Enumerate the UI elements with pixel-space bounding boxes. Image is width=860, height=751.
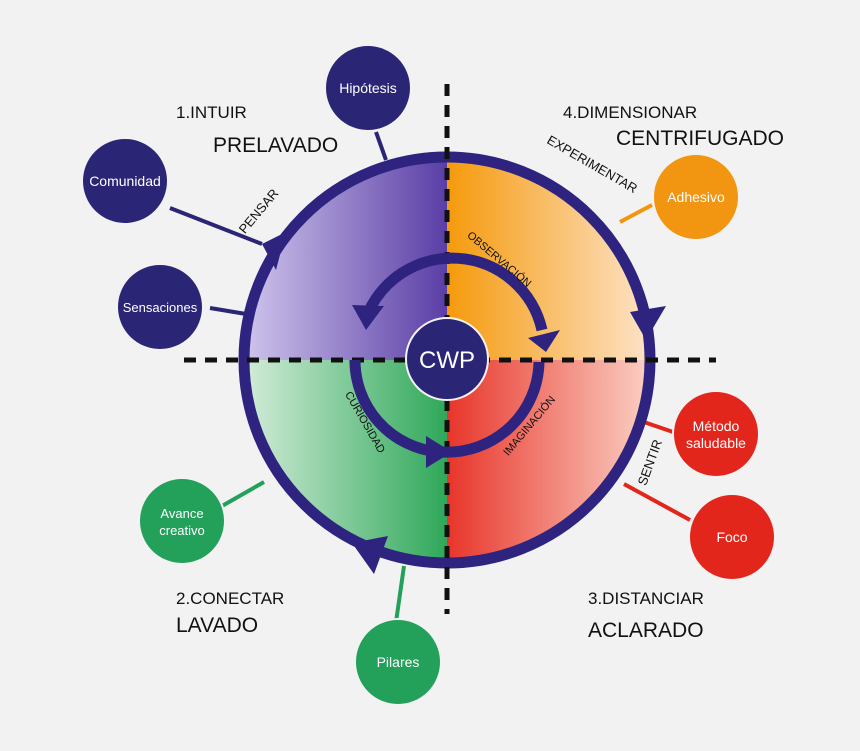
inner-arrow-right — [528, 330, 560, 352]
center-label: CWP — [419, 347, 475, 374]
stage-centrifugado: CENTRIFUGADO — [616, 127, 784, 150]
node-adhesivo-label: Adhesivo — [667, 189, 725, 205]
node-hipotesis-label: Hipótesis — [339, 80, 397, 96]
connector-foco — [623, 482, 691, 522]
verb-pensar: PENSAR — [236, 186, 282, 237]
step-distanciar: 3.DISTANCIAR — [588, 589, 704, 608]
quadrant-lavado — [244, 360, 447, 563]
node-avance-label-1: Avance — [160, 506, 203, 521]
quadrant-aclarado — [447, 360, 650, 563]
node-comunidad: Comunidad — [81, 137, 169, 225]
connector-pilares — [394, 565, 406, 623]
inner-arc-bottom-right — [441, 361, 545, 458]
inner-arc-top — [360, 252, 548, 332]
verb-sentir: SENTIR — [635, 437, 665, 487]
ring-arrow-right — [630, 306, 666, 340]
node-sensaciones: Sensaciones — [116, 263, 204, 351]
node-avance-label-2: creativo — [159, 523, 205, 538]
step-intuir: 1.INTUIR — [176, 103, 247, 122]
node-foco-label: Foco — [716, 529, 747, 545]
node-pilares: Pilares — [354, 618, 442, 706]
node-foco: Foco — [688, 493, 776, 581]
ring-arrow-bottom — [352, 536, 388, 574]
connector-avance — [221, 480, 265, 508]
stage-lavado: LAVADO — [176, 614, 258, 637]
node-adhesivo: Adhesivo — [652, 153, 740, 241]
node-metodo-label-2: saludable — [686, 435, 746, 451]
inner-arc-left — [349, 359, 439, 458]
ring-arrow-left — [262, 232, 286, 270]
inner-arrow-bottom — [426, 436, 452, 468]
stage-prelavado: PRELAVADO — [213, 134, 338, 157]
node-metodo-label-1: Método — [693, 418, 740, 434]
inner-arrow-left — [352, 305, 384, 330]
center-node — [405, 317, 489, 401]
step-dimensionar: 4.DIMENSIONAR — [563, 103, 697, 122]
connector-comunidad — [169, 206, 263, 246]
node-metodo: Método saludable — [672, 390, 760, 478]
connector-adhesivo — [619, 203, 653, 224]
quadrant-centrifugado — [447, 157, 650, 360]
connector-sensaciones — [209, 306, 247, 316]
node-pilares-label: Pilares — [377, 654, 420, 670]
node-comunidad-label: Comunidad — [89, 173, 161, 189]
quadrant-prelavado — [244, 157, 447, 360]
node-hipotesis: Hipótesis — [324, 44, 412, 132]
node-avance: Avance creativo — [138, 477, 226, 565]
stage-aclarado: ACLARADO — [588, 619, 704, 642]
node-sensaciones-label: Sensaciones — [123, 300, 198, 315]
connector-hipotesis — [374, 131, 388, 161]
step-conectar: 2.CONECTAR — [176, 589, 284, 608]
